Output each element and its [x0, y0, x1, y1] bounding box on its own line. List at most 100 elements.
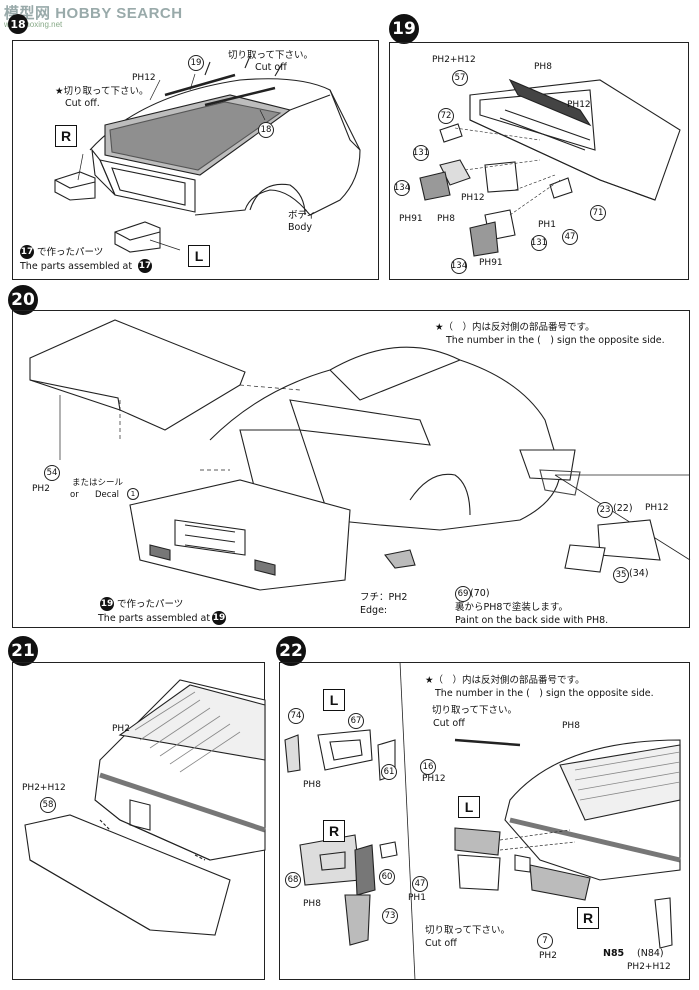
paint-code-ph2-h12: PH2+H12 [432, 55, 476, 65]
paint-code-ph8-c: PH8 [562, 721, 580, 731]
star-cut-off-en: Cut off. [65, 98, 100, 109]
part-54: 54 [44, 465, 60, 481]
cut-off-note2-jp: 切り取って下さい。 [425, 925, 511, 936]
part-58: 58 [40, 797, 56, 813]
part-57: 57 [452, 70, 468, 86]
part-19: 19 [188, 55, 204, 71]
part-71: 71 [590, 205, 606, 221]
opposite-side-note-jp: ★（ ）内は反対側の部品番号です。 [435, 322, 595, 333]
opposite-side-note-en: The number in the ( ) sign the opposite … [435, 688, 654, 699]
part-34-opposite: (34) [629, 568, 649, 579]
paint-code-ph8-b: PH8 [303, 899, 321, 909]
paint-code-ph12: PH12 [422, 774, 446, 784]
paint-code-ph2: PH2 [32, 484, 50, 494]
watermark-site: www.moxing.net [4, 20, 63, 29]
paint-code-ph1: PH1 [408, 893, 426, 903]
side-marker-l-top: L [323, 689, 345, 711]
part-18: 18 [258, 122, 274, 138]
side-marker-r-top: R [323, 820, 345, 842]
or-seal-jp: またはシール [72, 478, 124, 488]
step-19-ref-badge: 19 [100, 597, 114, 611]
part-16: 16 [420, 759, 436, 775]
part-22-opposite: (22) [613, 503, 633, 514]
part-7: 7 [537, 933, 553, 949]
paint-code-ph12-b: PH12 [461, 193, 485, 203]
part-131-a: 131 [413, 145, 429, 161]
step-22-panel [279, 662, 690, 980]
body-label-en: Body [288, 222, 312, 233]
cut-off-note-jp: 切り取って下さい。 [432, 705, 518, 716]
step-18-panel [12, 40, 379, 280]
paint-back-jp: 裏からPH8で塗装します。 [455, 602, 568, 613]
step-19-badge: 19 [389, 14, 419, 44]
step-22-badge: 22 [276, 636, 306, 666]
paint-back-en: Paint on the back side with PH8. [455, 615, 609, 626]
edge-paint-jp: フチ：PH2 [360, 592, 408, 603]
part-73: 73 [382, 908, 398, 924]
part-69: 69 [455, 586, 471, 602]
part-35: 35 [613, 567, 629, 583]
step-20-panel [12, 310, 690, 628]
cut-off-note-en: Cut off [433, 718, 465, 729]
paint-code-ph12: PH12 [645, 503, 669, 513]
step-21-badge: 21 [8, 636, 38, 666]
paint-code-ph1: PH1 [538, 220, 556, 230]
paint-code-ph12: PH12 [132, 73, 156, 83]
part-68: 68 [285, 872, 301, 888]
part-67: 67 [348, 713, 364, 729]
cut-off-note-en: Cut off [255, 62, 287, 73]
decal-number: 1 [127, 488, 139, 500]
side-marker-r-car: R [577, 907, 599, 929]
step-18-badge: 18 [8, 14, 28, 34]
paint-code-ph2-h12: PH2+H12 [627, 962, 671, 972]
paint-code-ph8-b: PH8 [437, 214, 455, 224]
part-74: 74 [288, 708, 304, 724]
paint-code-ph2: PH2 [112, 724, 130, 734]
opposite-side-note-en: The number in the ( ) sign the opposite … [446, 335, 665, 346]
cut-off-note2-en: Cut off [425, 938, 457, 949]
paint-code-ph8-a: PH8 [303, 780, 321, 790]
part-n85: N85 [603, 948, 625, 959]
part-134-b: 134 [451, 258, 467, 274]
part-47: 47 [412, 876, 428, 892]
step-19-panel [389, 42, 689, 280]
part-47: 47 [562, 229, 578, 245]
side-marker-r: R [55, 125, 77, 147]
part-23: 23 [597, 502, 613, 518]
decal-label: Decal [95, 490, 120, 500]
part-131-b: 131 [531, 235, 547, 251]
body-label-jp: ボディ [288, 210, 316, 221]
part-60: 60 [379, 869, 395, 885]
paint-code-ph12-a: PH12 [567, 100, 591, 110]
made-at-19-jp: で作ったパーツ [117, 599, 184, 610]
step-17-ref-badge-en: 17 [138, 259, 152, 273]
or-en: or [70, 490, 79, 500]
part-61: 61 [381, 764, 397, 780]
step-19-ref-badge-en: 19 [212, 611, 226, 625]
paint-code-ph91-a: PH91 [399, 214, 423, 224]
paint-code-ph2: PH2 [539, 951, 557, 961]
part-134-a: 134 [394, 180, 410, 196]
side-marker-l: L [188, 245, 210, 267]
opposite-side-note-jp: ★（ ）内は反対側の部品番号です。 [425, 675, 585, 686]
star-cut-off-jp: ★切り取って下さい。 [55, 86, 149, 97]
cut-off-note-jp: 切り取って下さい。 [228, 50, 314, 61]
made-at-17-en: The parts assembled at [20, 261, 133, 272]
part-70-opposite: (70) [470, 588, 490, 599]
paint-code-ph2-h12: PH2+H12 [22, 783, 66, 793]
paint-code-ph91-b: PH91 [479, 258, 503, 268]
part-n84-opposite: (N84) [637, 948, 664, 959]
side-marker-l-car: L [458, 796, 480, 818]
paint-code-ph8: PH8 [534, 62, 552, 72]
step-17-ref-badge: 17 [20, 245, 34, 259]
made-at-17-jp: で作ったパーツ [37, 247, 104, 258]
part-72: 72 [438, 108, 454, 124]
edge-label-en: Edge: [360, 605, 388, 616]
made-at-19-en: The parts assembled at [98, 613, 211, 624]
watermark-product: HOBBY SEARCH [55, 5, 183, 22]
